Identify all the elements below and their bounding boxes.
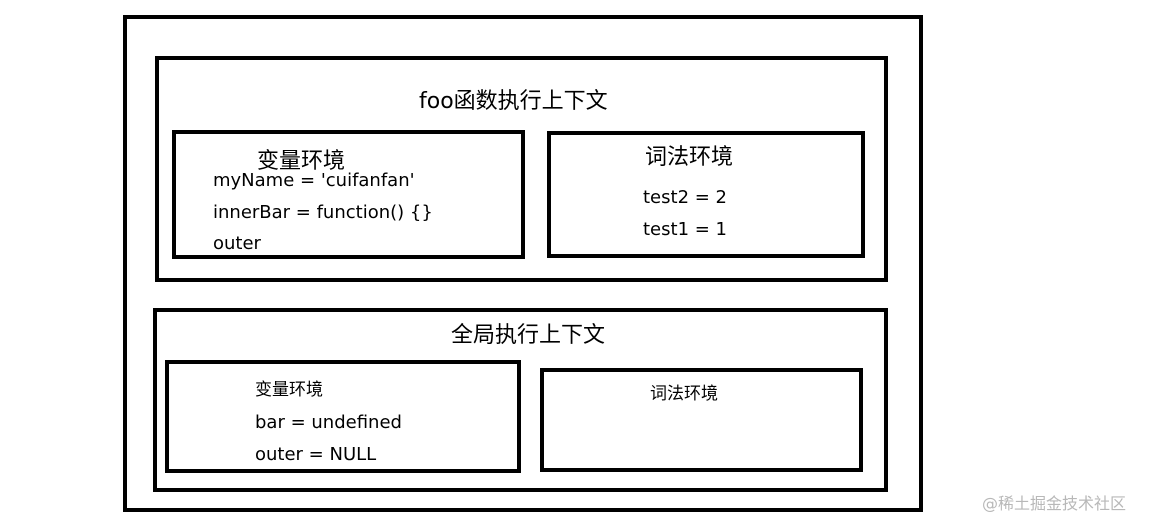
global-var-line: outer = NULL bbox=[255, 444, 377, 465]
watermark: @稀土掘金技术社区 bbox=[982, 494, 1127, 513]
foo-variable-env-title: 变量环境 bbox=[257, 149, 346, 174]
foo-lex-line: test2 = 2 bbox=[643, 187, 727, 208]
foo-var-line: innerBar = function() {} bbox=[213, 202, 433, 223]
foo-lexical-environment bbox=[547, 131, 865, 258]
global-execution-context bbox=[153, 308, 888, 492]
call-stack-frame bbox=[123, 15, 923, 512]
foo-lex-line: test1 = 1 bbox=[643, 219, 727, 240]
global-lexical-env-title: 词法环境 bbox=[650, 384, 718, 404]
foo-var-line: outer bbox=[213, 233, 261, 254]
foo-variable-environment bbox=[172, 130, 525, 259]
foo-execution-context bbox=[155, 56, 888, 282]
global-var-line: bar = undefined bbox=[255, 412, 402, 433]
global-variable-env-title: 变量环境 bbox=[255, 380, 323, 400]
foo-lexical-env-title: 词法环境 bbox=[645, 145, 734, 170]
foo-context-title: foo函数执行上下文 bbox=[419, 89, 608, 114]
global-variable-environment bbox=[165, 360, 521, 473]
global-context-title: 全局执行上下文 bbox=[451, 323, 606, 348]
foo-var-line: myName = 'cuifanfan' bbox=[213, 170, 415, 191]
global-lexical-environment bbox=[540, 368, 863, 472]
